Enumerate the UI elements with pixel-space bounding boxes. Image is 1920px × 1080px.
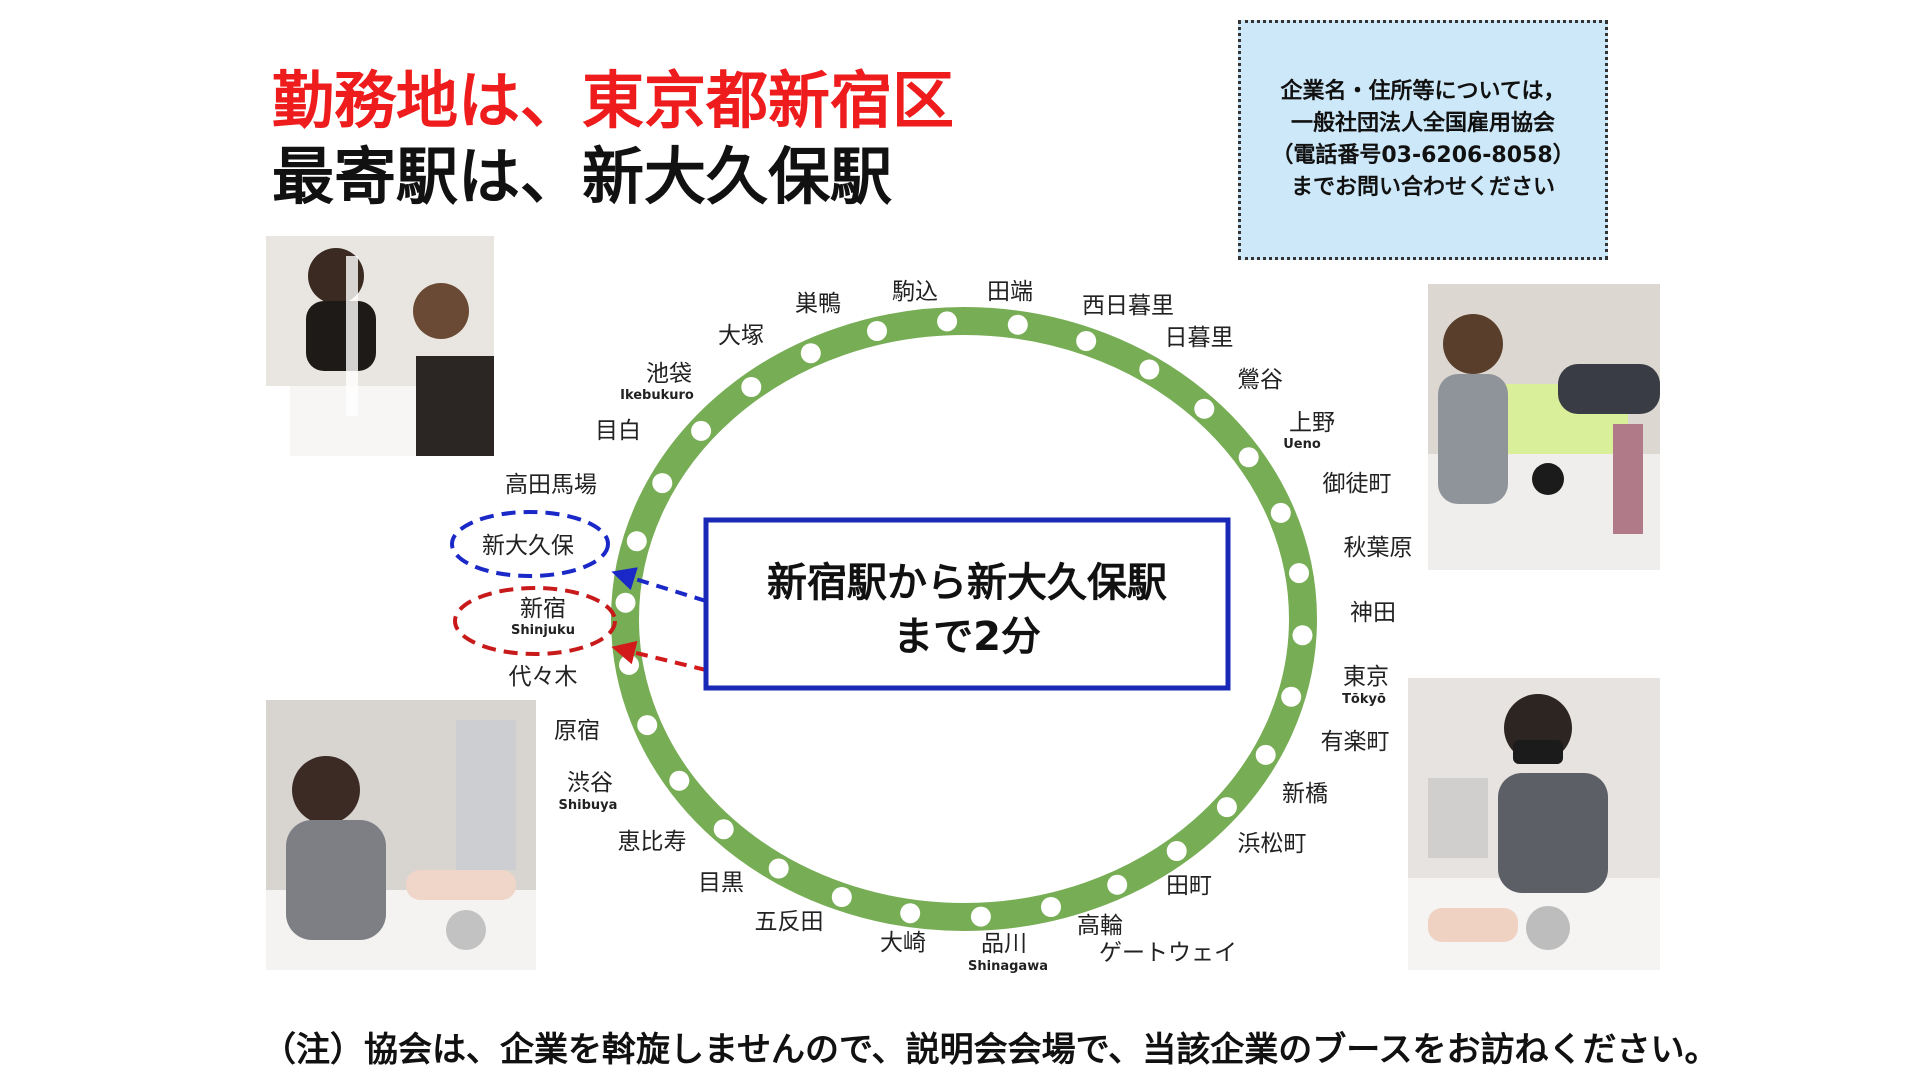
station-meguro: 目黒 [698,870,744,896]
station-shibuya-en: Shibuya [559,798,618,813]
nail-salon-photo-top-right [1428,284,1660,570]
callout-line-1: 新宿駅から新大久保駅 [767,560,1167,606]
station-yoyogi: 代々木 [509,664,578,690]
station-gotanda: 五反田 [755,909,824,935]
station-tokyo: 東京 [1343,664,1389,690]
station-dot [1166,841,1187,861]
contact-line-3: （電話番号03-6206-8058） [1271,143,1575,168]
station-shinagawa-en: Shinagawa [968,959,1048,974]
station-ikebukuro-en: Ikebukuro [620,388,694,403]
station-tokyo-en: Tōkyō [1342,692,1386,707]
station-dot [619,654,639,675]
station-shimbashi: 新橋 [1282,781,1328,807]
station-dot [1139,359,1160,380]
station-takanawa-line2: ゲートウェイ [1099,940,1237,966]
nail-salon-photo-top-left [266,236,494,456]
station-dot [900,903,921,924]
station-dot [1238,447,1259,468]
yamanote-ring [611,307,1317,931]
station-dot [800,343,821,364]
station-kanda: 神田 [1350,600,1396,626]
station-dot [1007,314,1028,335]
contact-line-1: 企業名・住所等については， [1280,79,1566,104]
station-dot [1041,897,1061,917]
station-dot [831,887,852,907]
station-dot [1076,331,1097,351]
station-akihabara: 秋葉原 [1344,535,1413,561]
station-hamamatsucho: 浜松町 [1238,831,1307,857]
station-dot [741,377,762,397]
station-dots [615,311,1313,927]
station-dot [1255,744,1276,765]
station-ueno: 上野 [1289,410,1335,436]
station-yurakucho: 有楽町 [1321,729,1390,755]
station-dot [768,858,789,879]
headline-location: 勤務地は、東京都新宿区 [272,64,955,137]
station-dot [626,531,647,552]
station-dot [637,715,658,736]
station-shinagawa: 品川 [981,931,1027,957]
station-nippori: 日暮里 [1165,325,1234,351]
station-dot [1292,625,1313,646]
contact-info-box: 企業名・住所等については， 一般社団法人全国雇用協会 （電話番号03-6206-… [1238,20,1608,260]
station-shinokubo: 新大久保 [482,533,574,559]
station-shibuya: 渋谷 [567,770,613,796]
nail-salon-photo-bottom-right [1408,678,1660,970]
station-dot [713,819,734,840]
station-dot [669,770,690,791]
station-ebisu: 恵比寿 [618,829,687,855]
station-takanawa-line1: 高輪 [1077,913,1123,939]
station-shinjuku: 新宿 [520,596,566,622]
station-komagome: 駒込 [892,279,938,305]
arrow-to-shinokubo [611,567,707,603]
nail-salon-photo-bottom-left [266,700,536,970]
station-nishinippori: 西日暮里 [1082,293,1174,319]
station-tabata: 田端 [987,279,1033,305]
station-dot [937,311,958,332]
station-dot [615,592,636,613]
station-dot [1107,874,1128,895]
station-sugamo: 巣鴨 [795,291,841,317]
contact-line-2: 一般社団法人全国雇用協会 [1290,111,1555,136]
station-ueno-en: Ueno [1283,437,1321,452]
shinokubo-highlight [450,510,610,578]
station-shinjuku-en: Shinjuku [511,623,575,638]
station-mejiro: 目白 [595,418,641,444]
station-dot [1270,502,1291,523]
callout-line-2: まで2分 [893,614,1041,660]
station-dot [652,473,673,494]
travel-time-callout [703,517,1231,691]
station-dot [1216,797,1237,818]
station-okachimachi: 御徒町 [1323,471,1392,497]
station-ikebukuro: 池袋 [646,361,692,387]
station-dot [867,321,887,341]
station-uguisudani: 鶯谷 [1237,367,1283,393]
station-dot [1194,398,1215,419]
contact-line-4: までお問い合わせください [1290,175,1555,200]
station-otsuka: 大塚 [718,323,764,349]
station-dot [970,906,991,927]
arrow-to-shinjuku [611,640,707,672]
station-dot [691,420,712,441]
station-tamachi: 田町 [1166,873,1212,899]
footer-note: （注）協会は、企業を斡旋しませんので、説明会会場で、当該企業のブースをお訪ねくだ… [262,1030,1719,1070]
station-harajuku: 原宿 [554,718,600,744]
station-dot [1281,686,1302,707]
station-osaki: 大崎 [880,930,926,956]
station-takadanobaba: 高田馬場 [505,472,597,498]
shinjuku-highlight [453,586,617,656]
station-dot [1289,563,1309,584]
headline-station: 最寄駅は、新大久保駅 [272,140,893,213]
